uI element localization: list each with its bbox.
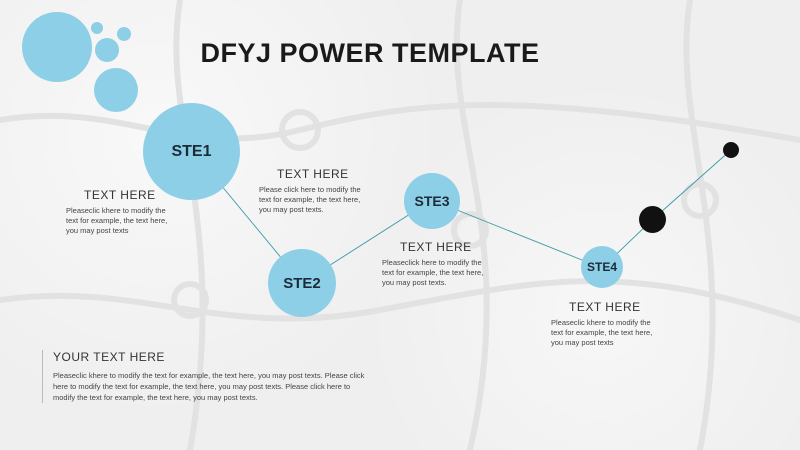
block-heading: TEXT HERE	[569, 300, 641, 314]
step-label: STE3	[414, 193, 450, 209]
block-body: Please click here to modify the text for…	[259, 185, 361, 214]
step-label: STE2	[283, 274, 321, 292]
decor-bubble-tiny	[91, 22, 103, 34]
block-heading: TEXT HERE	[400, 240, 472, 254]
block-heading: TEXT HERE	[84, 188, 156, 202]
summary-heading: YOUR TEXT HERE	[53, 350, 165, 364]
text-block-1: TEXT HERE Pleaseclic khere to modify the…	[66, 188, 176, 236]
text-block-2: TEXT HERE Please click here to modify th…	[259, 167, 369, 215]
step-circle-3: STE3	[404, 173, 460, 229]
step-circle-1: STE1	[143, 103, 240, 200]
block-body: Pleaseclic khere to modify the text for …	[66, 206, 168, 235]
text-block-4: TEXT HERE Pleaseclic khere to modify the…	[551, 300, 661, 348]
block-heading: TEXT HERE	[277, 167, 349, 181]
step-circle-4: STE4	[581, 246, 623, 288]
step-label: STE1	[171, 142, 212, 160]
text-block-3: TEXT HERE Pleaseclick here to modify the…	[382, 240, 492, 288]
decor-bubble-medium	[94, 68, 138, 112]
black-dot-large	[639, 206, 666, 233]
summary-block: YOUR TEXT HERE Pleaseclic khere to modif…	[42, 350, 373, 403]
block-body: Pleaseclick here to modify the text for …	[382, 258, 484, 287]
step-label: STE4	[586, 260, 617, 274]
summary-body: Pleaseclic khere to modify the text for …	[53, 371, 365, 402]
decor-bubble-tiny	[117, 27, 131, 41]
slide-title: DFYJ POWER TEMPLATE	[200, 38, 540, 68]
black-dot-small	[723, 142, 739, 158]
decor-bubble-small	[95, 38, 119, 62]
decor-bubble-large	[22, 12, 92, 82]
block-body: Pleaseclic khere to modify the text for …	[551, 318, 653, 347]
step-circle-2: STE2	[268, 249, 336, 317]
